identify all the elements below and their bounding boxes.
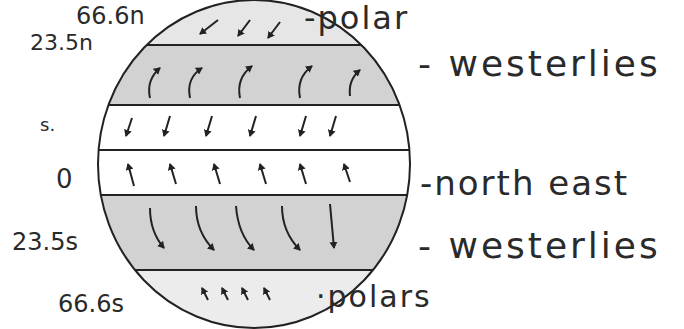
latitude-label: 23.5n bbox=[30, 32, 93, 54]
latitude-label: 66.6s bbox=[58, 292, 124, 316]
wind-label: ·polars bbox=[316, 282, 432, 312]
wind-label: - westerlies bbox=[418, 228, 661, 264]
latitude-label: 23.5s bbox=[12, 230, 78, 254]
latitude-label: 66.6n bbox=[76, 4, 145, 28]
wind-label: -polar bbox=[304, 2, 409, 34]
wind-label: - westerlies bbox=[418, 46, 661, 82]
note-label: s. bbox=[40, 116, 55, 134]
wind-label: -north east bbox=[420, 166, 629, 200]
latitude-label: 0 bbox=[56, 166, 73, 192]
